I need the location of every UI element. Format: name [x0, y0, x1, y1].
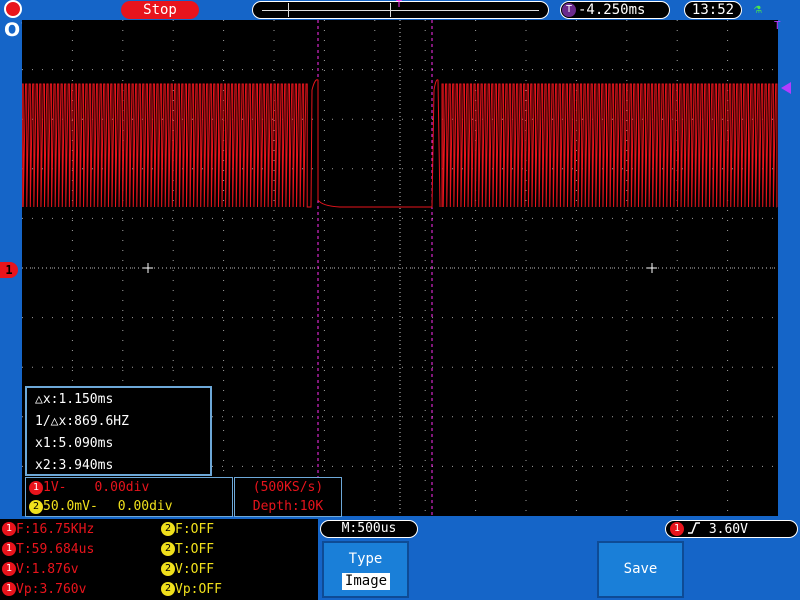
cursor-measurement-panel: △x:1.150ms 1/△x:869.6HZ x1:5.090ms x2:3.…: [25, 386, 212, 476]
waveform-display: [22, 20, 778, 516]
ch1-badge: 1: [2, 582, 16, 596]
trigger-info-readout[interactable]: 1 3.60V: [665, 520, 798, 538]
buffer-view-right-edge: [390, 3, 391, 17]
buffer-trigger-marker-icon: T: [396, 0, 403, 10]
ch1-badge: 1: [29, 481, 43, 495]
ch2-scale: 50.0mV-: [43, 499, 98, 514]
trigger-source-badge: 1: [670, 522, 684, 536]
record-depth: Depth:10K: [252, 499, 324, 514]
logo-o-icon: [4, 0, 22, 18]
ch1-offset: 0.00div: [94, 480, 150, 495]
type-menu-label: Type: [348, 551, 383, 567]
ch1-scale: 1V-: [43, 480, 67, 495]
trigger-level: 3.60V: [708, 522, 748, 537]
save-button[interactable]: Save: [597, 541, 684, 598]
rising-edge-icon: [688, 522, 700, 534]
type-menu-button[interactable]: Type Image: [322, 541, 409, 598]
ch1-offset-marker[interactable]: 1: [0, 262, 18, 278]
ch2-badge: 2: [161, 522, 175, 536]
ch2-badge: 2: [161, 542, 175, 556]
type-menu-value: Image: [342, 573, 390, 590]
usb-icon: ⚗: [754, 2, 762, 17]
cursor-x1: x1:5.090ms: [35, 436, 114, 451]
owon-logo: OWON: [4, 0, 80, 40]
ch1-waveform: [22, 79, 778, 208]
cursor-inverse-delta-x: 1/△x:869.6HZ: [35, 414, 129, 429]
run-status-badge[interactable]: Stop: [121, 1, 199, 19]
cursor-x2: x2:3.940ms: [35, 458, 114, 473]
buffer-view-left-edge: [288, 3, 289, 17]
buffer-track: [262, 10, 539, 11]
clock: 13:52: [684, 1, 742, 19]
ch1-badge: 1: [2, 542, 16, 556]
trigger-position-icon: T: [562, 3, 576, 17]
trigger-level-marker-icon[interactable]: [781, 82, 791, 94]
ch2-badge: 2: [161, 582, 175, 596]
trigger-time-marker-icon: T: [774, 19, 781, 32]
ch1-badge: 1: [2, 562, 16, 576]
trigger-position-readout[interactable]: T-4.250ms: [560, 1, 670, 19]
ch2-badge: 2: [161, 562, 175, 576]
ch2-badge: 2: [29, 500, 43, 514]
sample-rate: (500KS/s): [252, 480, 324, 495]
ch2-offset: 0.00div: [117, 499, 173, 514]
ch1-badge: 1: [2, 522, 16, 536]
acquisition-info-panel[interactable]: (500KS/s) Depth:10K: [234, 477, 342, 517]
trigger-position-value: -4.250ms: [578, 2, 646, 18]
timebase-readout[interactable]: M:500us: [320, 520, 418, 538]
cursor-delta-x: △x:1.150ms: [35, 392, 114, 407]
